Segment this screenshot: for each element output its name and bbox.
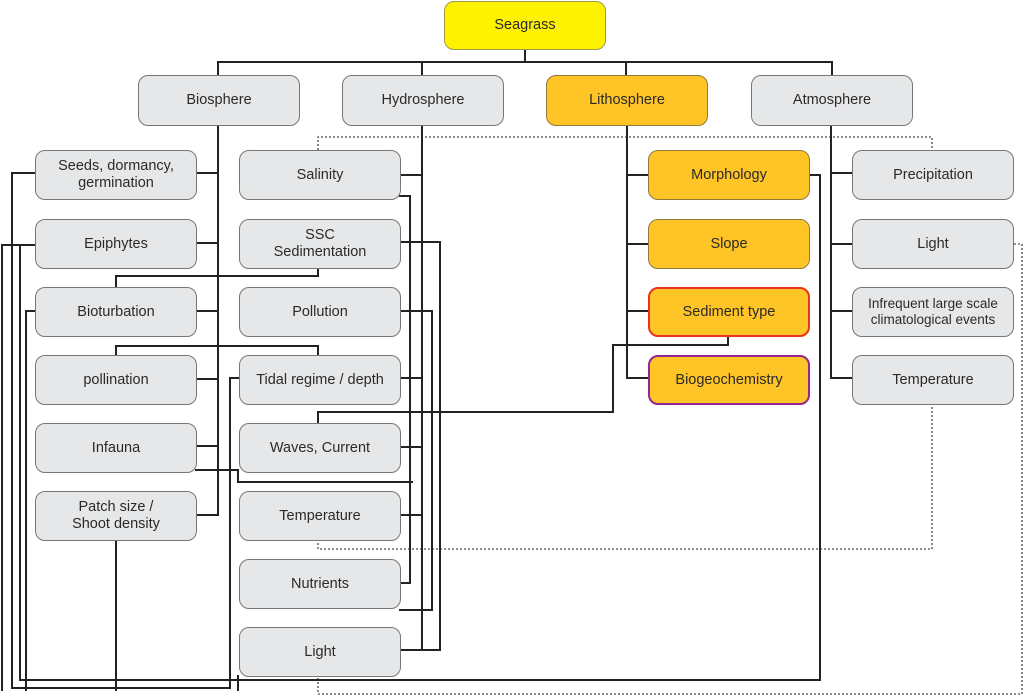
node-biogeochemistry: Biogeochemistry	[648, 355, 810, 405]
node-slope: Slope	[648, 219, 810, 269]
atmosphere-taps	[830, 172, 853, 379]
link-seeds-bottom	[11, 172, 241, 689]
node-morphology: Morphology	[648, 150, 810, 200]
node-atmo-temperature: Temperature	[852, 355, 1014, 405]
link-bioturbation-bottom	[25, 310, 36, 691]
node-ssc-sedimentation: SSC Sedimentation	[239, 219, 401, 269]
node-lithosphere: Lithosphere	[546, 75, 708, 126]
node-precipitation: Precipitation	[852, 150, 1014, 200]
link-pollination-tidal	[115, 345, 319, 356]
node-atmosphere: Atmosphere	[751, 75, 913, 126]
node-pollination: pollination	[35, 355, 197, 405]
node-seagrass: Seagrass	[444, 1, 606, 50]
link-salinity-nutrients	[399, 195, 411, 584]
node-salinity: Salinity	[239, 150, 401, 200]
link-pollution-waves	[399, 310, 433, 611]
node-seeds-dormancy-germination: Seeds, dormancy, germination	[35, 150, 197, 200]
dashed-atmo-light	[317, 243, 1023, 695]
node-tidal-regime-depth: Tidal regime / depth	[239, 355, 401, 405]
link-infauna-waves	[195, 469, 413, 483]
dashed-atmo-temperature	[317, 403, 933, 550]
link-sediment-waves	[317, 336, 729, 424]
node-bioturbation: Bioturbation	[35, 287, 197, 337]
node-hydro-light: Light	[239, 627, 401, 677]
link-epiphytes-bottom	[1, 244, 36, 691]
biosphere-taps	[195, 172, 219, 516]
lithosphere-taps	[626, 174, 649, 379]
dashed-atmo-salinity	[317, 136, 933, 150]
node-waves-current: Waves, Current	[239, 423, 401, 473]
node-patch-size-shoot-density: Patch size / Shoot density	[35, 491, 197, 541]
node-infauna: Infauna	[35, 423, 197, 473]
link-ssc-nutrients	[399, 241, 441, 651]
node-sediment-type: Sediment type	[648, 287, 810, 337]
node-hydro-temperature: Temperature	[239, 491, 401, 541]
node-pollution: Pollution	[239, 287, 401, 337]
node-climatological-events: Infrequent large scale climatological ev…	[852, 287, 1014, 337]
node-epiphytes: Epiphytes	[35, 219, 197, 269]
node-hydrosphere: Hydrosphere	[342, 75, 504, 126]
root-link	[217, 49, 833, 76]
node-nutrients: Nutrients	[239, 559, 401, 609]
node-atmo-light: Light	[852, 219, 1014, 269]
link-ssc-bioturbation	[115, 267, 319, 288]
node-biosphere: Biosphere	[138, 75, 300, 126]
